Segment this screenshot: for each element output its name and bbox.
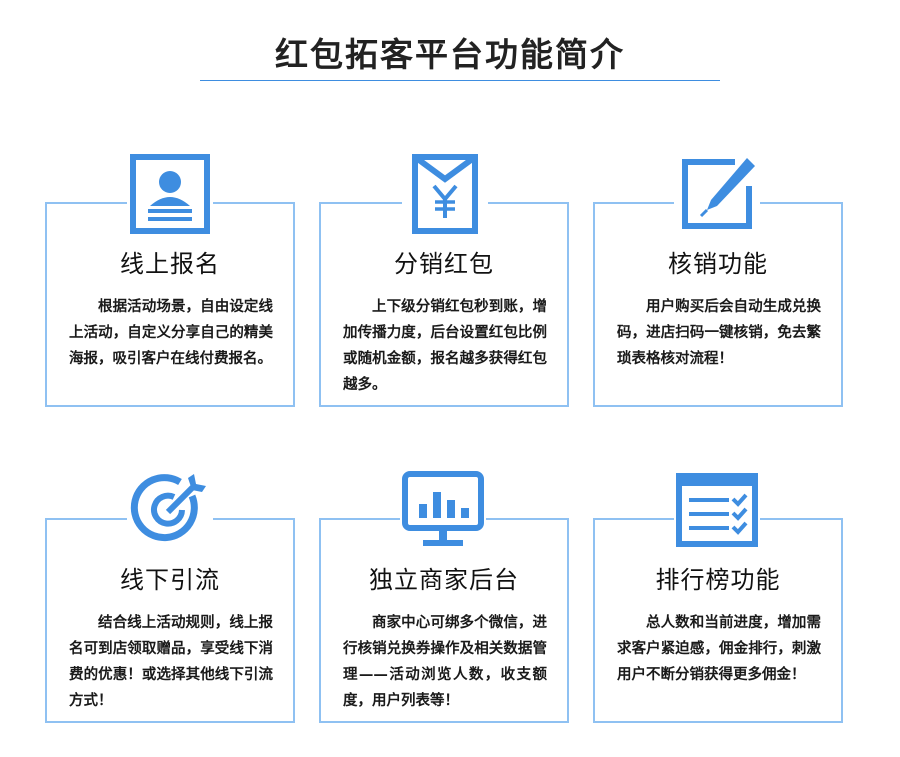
user-profile-icon <box>127 152 213 236</box>
card-title: 分销红包 <box>394 250 494 278</box>
card-title: 线上报名 <box>120 250 220 278</box>
title-underline <box>200 80 720 81</box>
target-arrow-icon <box>127 468 213 552</box>
card-description: 上下级分销红包秒到账，增加传播力度，后台设置红包比例或随机金额，报名越多获得红包… <box>343 299 547 393</box>
feature-card-merchant-backend: 独立商家后台 商家中心可绑多个微信，进行核销兑换券操作及相关数据管理——活动浏览… <box>319 518 569 723</box>
card-description: 商家中心可绑多个微信，进行核销兑换券操作及相关数据管理——活动浏览人数，收支额度… <box>343 615 547 709</box>
card-title: 核销功能 <box>668 250 768 278</box>
feature-card-distribution-red-envelope: 分销红包 上下级分销红包秒到账，增加传播力度，后台设置红包比例或随机金额，报名越… <box>319 202 569 407</box>
card-title: 独立商家后台 <box>369 566 519 594</box>
card-description: 结合线上活动规则，线上报名可到店领取赠品，享受线下消费的优惠！或选择其他线下引流… <box>69 615 273 709</box>
card-title: 线下引流 <box>120 566 220 594</box>
monitor-chart-icon <box>400 468 486 552</box>
card-description: 用户购买后会自动生成兑换码，进店扫码一键核销，免去繁琐表格核对流程！ <box>617 299 821 367</box>
feature-card-online-signup: 线上报名 根据活动场景，自由设定线上活动，自定义分享自己的精美海报，吸引客户在线… <box>45 202 295 407</box>
feature-card-offline-traffic: 线下引流 结合线上活动规则，线上报名可到店领取赠品，享受线下消费的优惠！或选择其… <box>45 518 295 723</box>
pen-edit-icon <box>674 152 760 236</box>
card-title: 排行榜功能 <box>655 566 781 594</box>
feature-card-verification: 核销功能 用户购买后会自动生成兑换码，进店扫码一键核销，免去繁琐表格核对流程！ <box>593 202 843 407</box>
card-description: 总人数和当前进度，增加需求客户紧迫感，佣金排行，刺激用户不断分销获得更多佣金！ <box>617 615 821 683</box>
checklist-icon <box>674 468 760 552</box>
feature-card-leaderboard: 排行榜功能 总人数和当前进度，增加需求客户紧迫感，佣金排行，刺激用户不断分销获得… <box>593 518 843 723</box>
page-title: 红包拓客平台功能简介 <box>275 35 625 74</box>
card-description: 根据活动场景，自由设定线上活动，自定义分享自己的精美海报，吸引客户在线付费报名。 <box>69 299 273 367</box>
red-envelope-yen-icon <box>402 152 488 236</box>
